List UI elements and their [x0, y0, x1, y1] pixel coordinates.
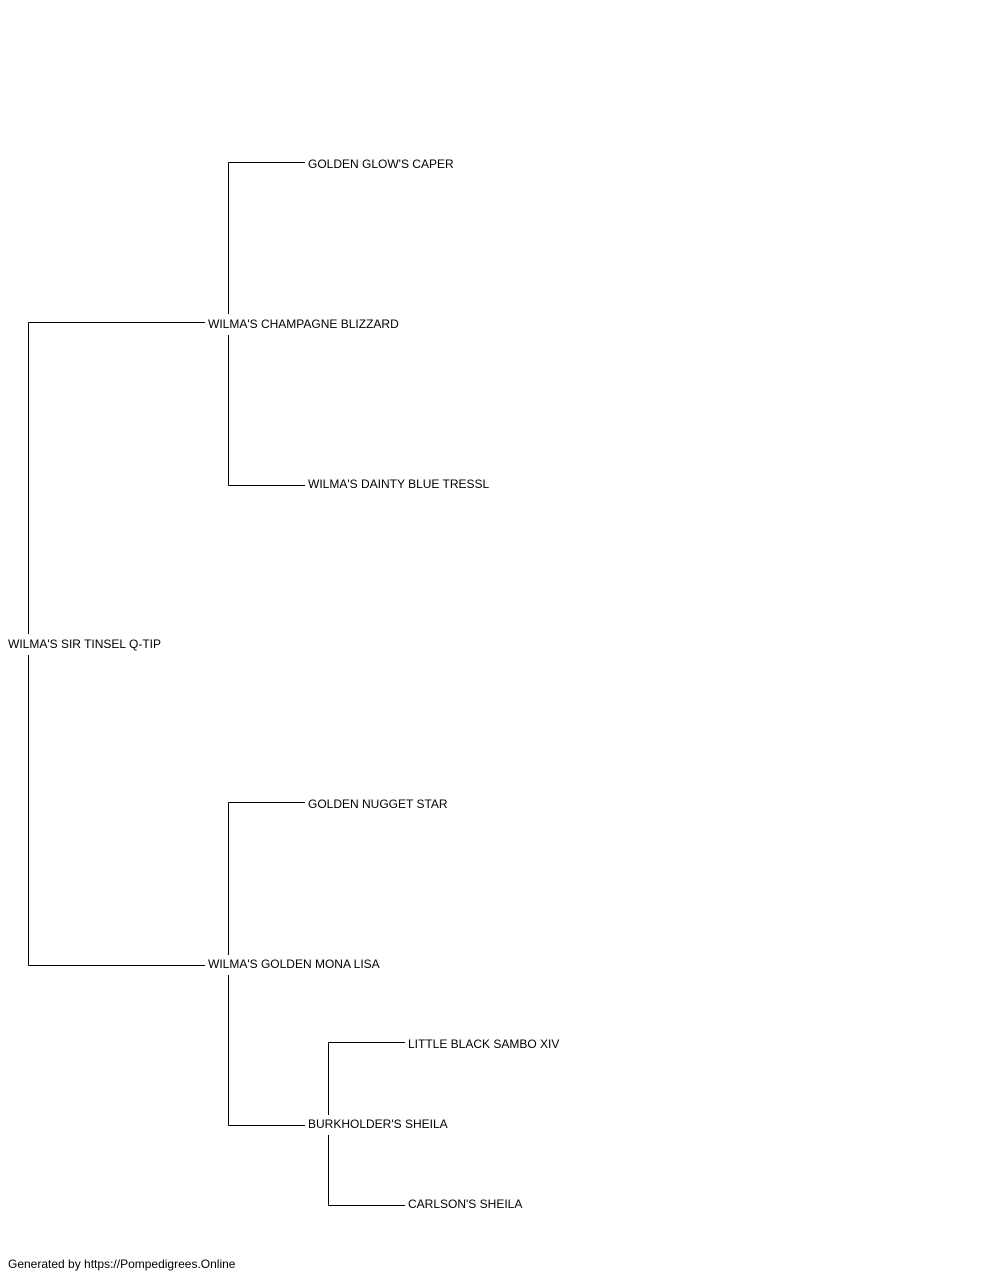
- dam-dam-dam-name: CARLSON'S SHEILA: [408, 1197, 523, 1211]
- dam-dam-sire-name: LITTLE BLACK SAMBO XIV: [408, 1037, 560, 1051]
- dam-sire-name: GOLDEN NUGGET STAR: [308, 797, 448, 811]
- footer-credit: Generated by https://Pompedigrees.Online: [8, 1257, 236, 1271]
- sire-dam-name: WILMA'S DAINTY BLUE TRESSL: [308, 477, 490, 491]
- dam-name: WILMA'S GOLDEN MONA LISA: [208, 957, 380, 971]
- sire-sire-name: GOLDEN GLOW'S CAPER: [308, 157, 454, 171]
- dam-dam-name: BURKHOLDER'S SHEILA: [308, 1117, 448, 1131]
- sire-name: WILMA'S CHAMPAGNE BLIZZARD: [208, 317, 399, 331]
- subject-name: WILMA'S SIR TINSEL Q-TIP: [8, 637, 161, 651]
